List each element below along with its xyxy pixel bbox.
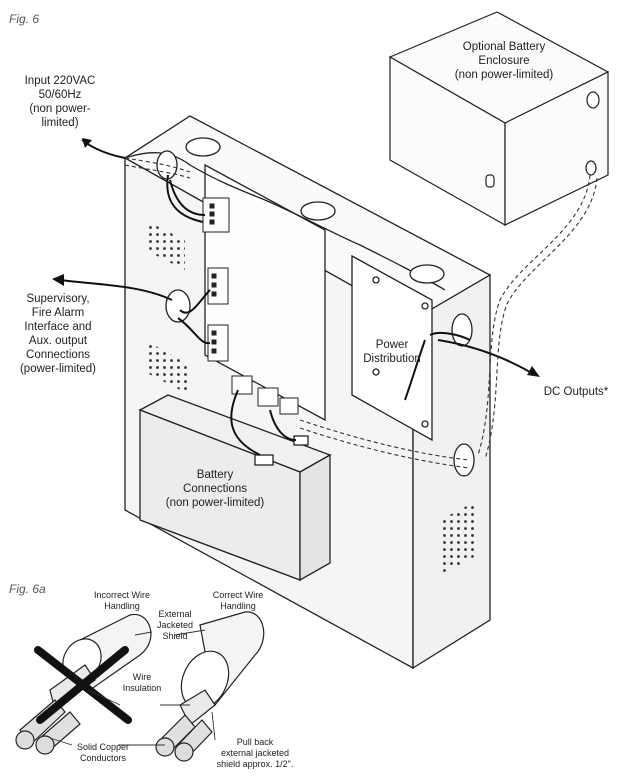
external-shield-label: External Jacketed Shield [156,609,194,641]
power-distribution-label: Power Distribution [363,339,421,365]
solid-copper-label: Solid Copper Conductors [76,742,130,763]
pull-back-shield-label: Pull back external jacketed shield appro… [216,737,294,769]
supervisory-connections-label: Supervisory, Fire Alarm Interface and Au… [19,293,97,375]
arrowheads [52,138,540,377]
input-220vac-label: Input 220VAC 50/60Hz (non power- limited… [24,75,96,129]
terminal-blocks [202,197,299,415]
incorrect-x-mark [34,646,132,724]
battery-enclosure-box [388,11,610,227]
figure-6a-caption: Fig. 6a [9,582,46,596]
battery-connections-label: Battery Connections (non power-limited) [165,469,265,509]
battery-enclosure-label: Optional Battery Enclosure (non power-li… [454,41,554,81]
vent-holes [145,220,478,575]
cabinet [123,115,492,670]
correct-handling-label: Correct Wire Handling [212,590,264,611]
incorrect-handling-label: Incorrect Wire Handling [93,590,150,611]
figure-6-caption: Fig. 6 [9,12,40,26]
dashed-conduit [124,157,598,469]
leader-lines [49,629,216,746]
dc-outputs-label: DC Outputs* [543,386,609,398]
correct-cable [155,611,265,762]
wire-insulation-label: Wire Insulation [122,672,162,693]
wiring [59,139,531,456]
